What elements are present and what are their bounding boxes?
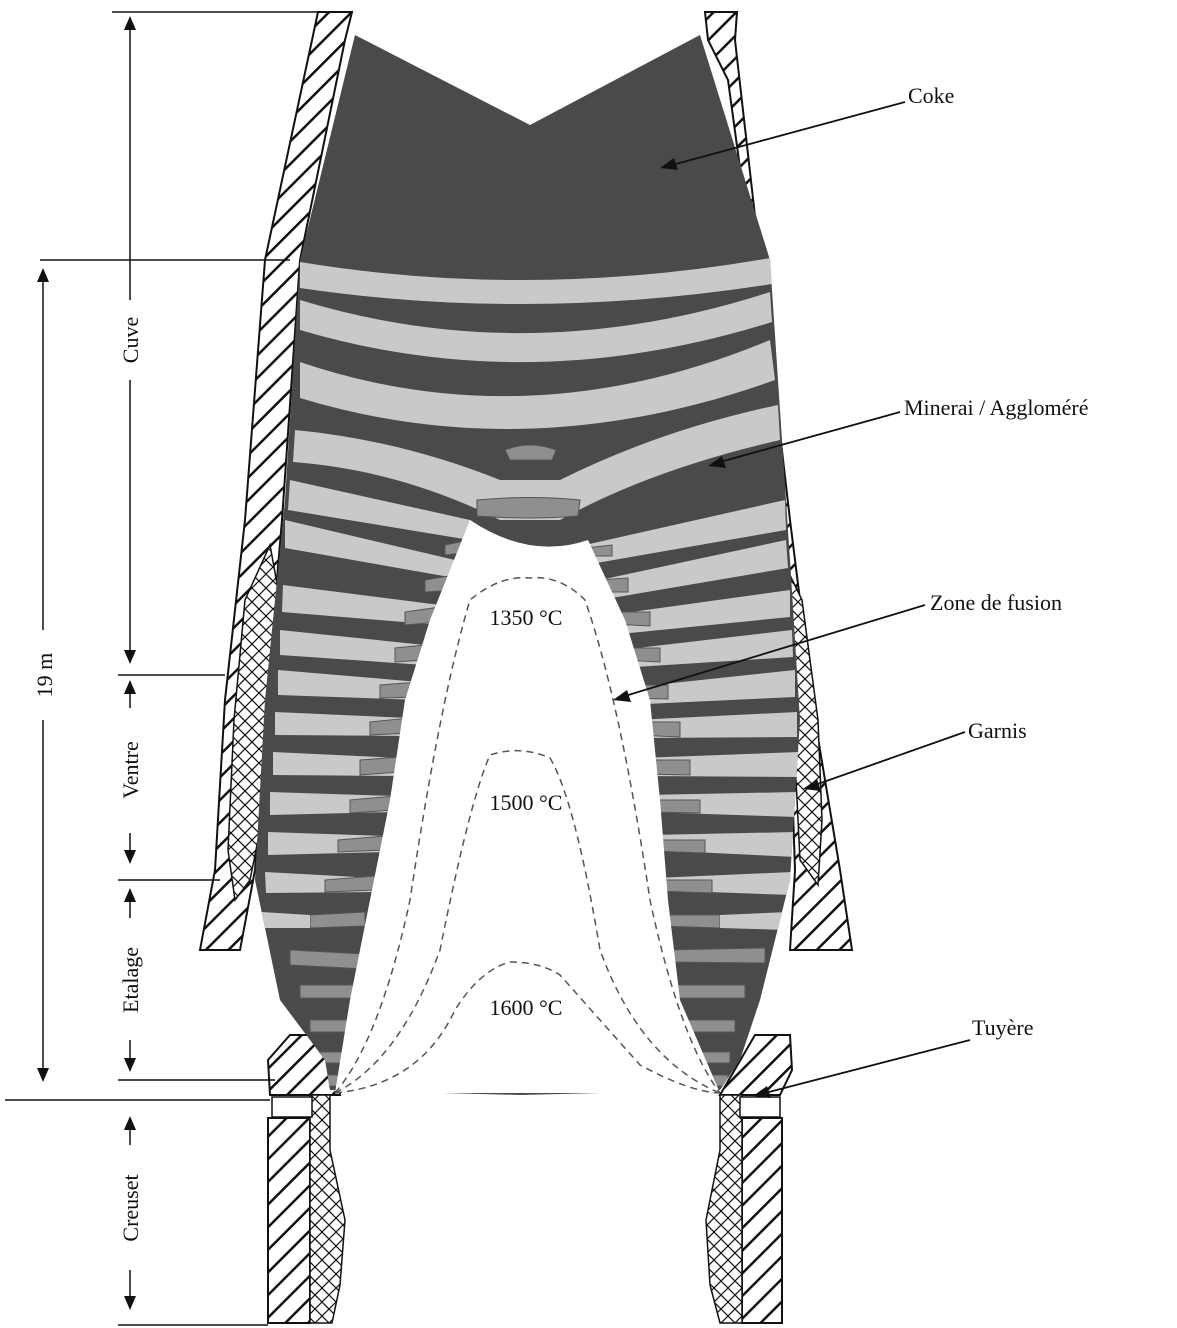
zone-label-creuset: Creuset — [118, 1174, 143, 1241]
label-tuyere: Tuyère — [972, 1015, 1034, 1040]
isotherm-label-1600: 1600 °C — [490, 995, 563, 1020]
label-coke: Coke — [908, 83, 954, 108]
label-minerai: Minerai / Aggloméré — [904, 395, 1089, 420]
left-hearth-garnis — [310, 1095, 345, 1323]
label-garnis: Garnis — [968, 718, 1027, 743]
isotherm-label-1350: 1350 °C — [490, 605, 563, 630]
zone-label-ventre: Ventre — [118, 741, 143, 798]
left-tuyere — [272, 1097, 312, 1117]
label-zone-fusion: Zone de fusion — [930, 590, 1062, 615]
right-tuyere — [740, 1097, 780, 1117]
zone-label-etalage: Etalage — [118, 947, 143, 1013]
height-label: 19 m — [32, 653, 57, 698]
isotherm-label-1500: 1500 °C — [490, 790, 563, 815]
tuyeres — [272, 1097, 780, 1117]
right-hearth-wall — [742, 1118, 782, 1323]
left-hearth-wall — [268, 1118, 310, 1323]
right-hearth-garnis — [706, 1095, 742, 1323]
zone-label-cuve: Cuve — [118, 317, 143, 363]
